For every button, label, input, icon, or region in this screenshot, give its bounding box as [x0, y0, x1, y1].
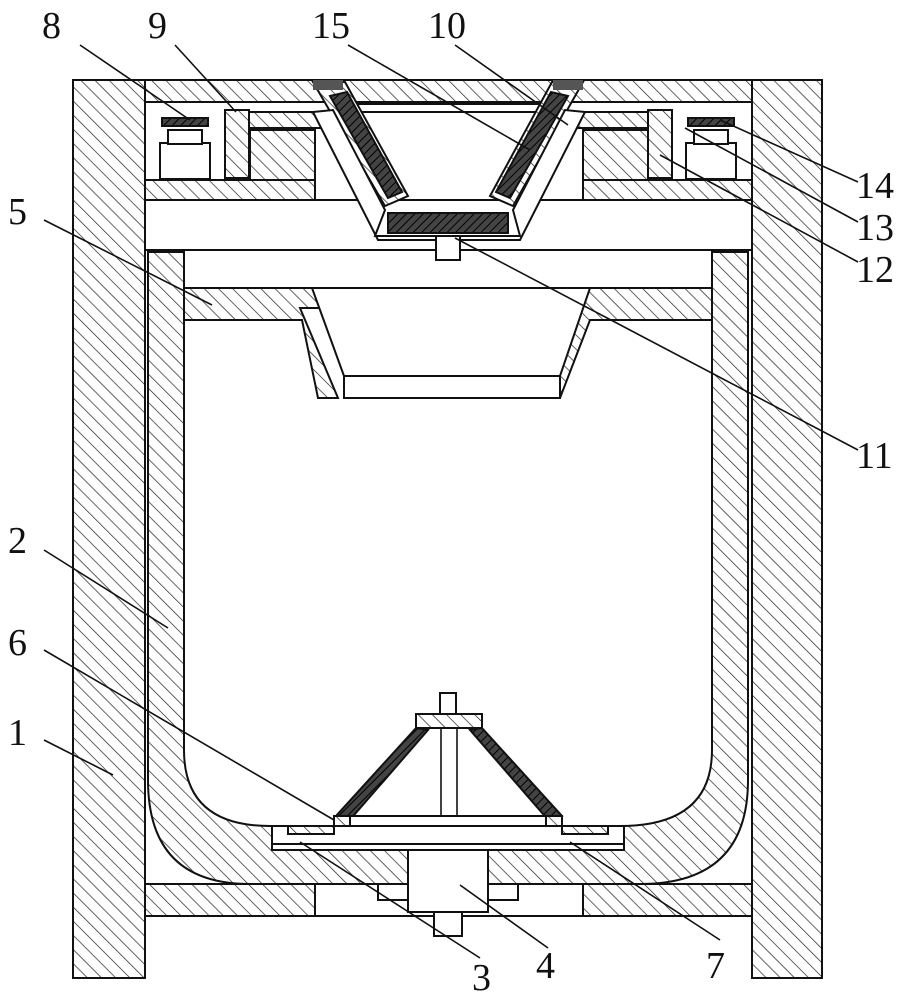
- right-gear-strip: [687, 117, 735, 127]
- label-2: 2: [8, 520, 27, 562]
- label-15: 15: [312, 5, 350, 47]
- inner-tank: [147, 251, 749, 885]
- label-12: 12: [856, 249, 894, 291]
- label-11: 11: [856, 435, 893, 477]
- left-slider: [224, 109, 250, 179]
- label-6: 6: [8, 622, 27, 664]
- bottom-tray: [271, 825, 625, 937]
- label-13: 13: [856, 207, 894, 249]
- label-1: 1: [8, 712, 27, 754]
- right-slider: [647, 109, 673, 179]
- bottom-cone: [333, 692, 564, 845]
- left-motor: [159, 142, 211, 180]
- label-5: 5: [8, 191, 27, 233]
- label-8: 8: [42, 5, 61, 47]
- label-7: 7: [706, 945, 725, 987]
- label-9: 9: [148, 5, 167, 47]
- bottom-motor: [407, 849, 489, 913]
- leader-lines: [43, 44, 859, 959]
- grinding-plate: [387, 212, 509, 234]
- top-hopper: [311, 80, 587, 261]
- label-14: 14: [856, 165, 894, 207]
- label-3: 3: [472, 957, 491, 999]
- funnel: [183, 287, 713, 399]
- part-labels: 8 9 15 10 14 13 12 5 11 2 6 1 3 4 7: [8, 5, 894, 999]
- outer-frame: [72, 79, 823, 979]
- left-gear-strip: [161, 117, 209, 127]
- label-4: 4: [536, 945, 555, 987]
- label-10: 10: [428, 5, 466, 47]
